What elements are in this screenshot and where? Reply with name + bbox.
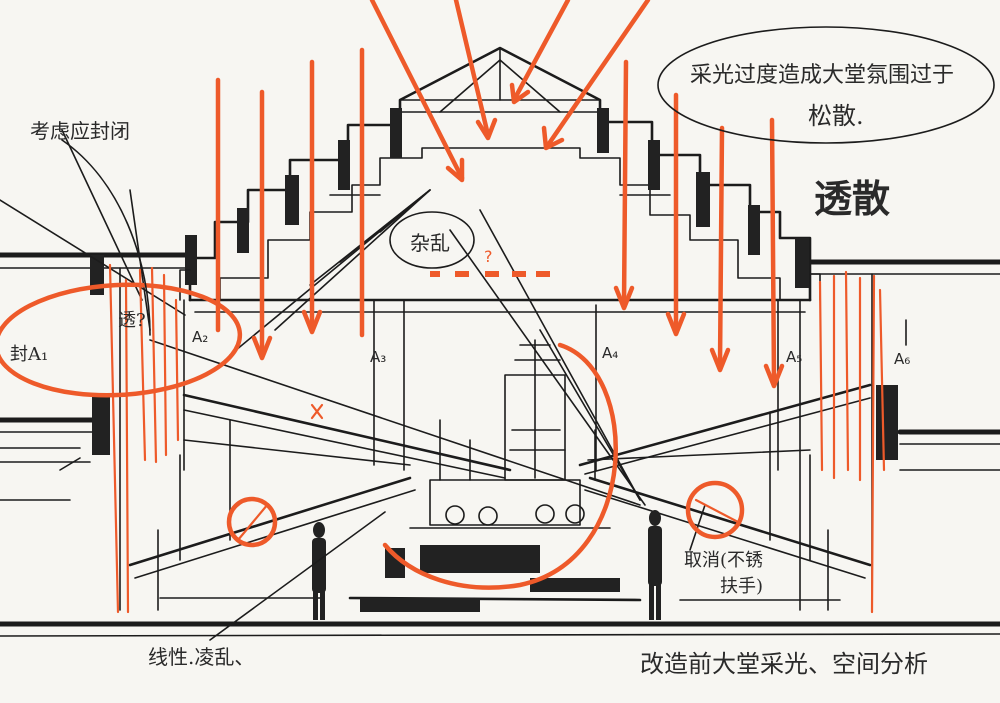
ground-slab <box>0 621 1000 637</box>
upper-floor-slabs <box>0 252 1000 471</box>
central-installation <box>348 339 642 612</box>
human-figures <box>312 510 662 620</box>
left-note: 考虑应封闭 <box>30 119 130 143</box>
remove-note-line1: 取消(不锈 <box>684 550 763 571</box>
chaos-note-mark: ? <box>484 247 493 266</box>
axis-label-a4: A₄ <box>602 344 618 362</box>
bottom-right-note: 改造前大堂采光、空间分析 <box>640 650 928 678</box>
left-ellipse-note: 封A₁ <box>10 344 48 365</box>
axis-label-a3: A₃ <box>370 348 386 366</box>
daylight-arrows <box>215 0 785 389</box>
note-bubble-center <box>389 211 475 269</box>
side-light-hatching <box>108 263 886 614</box>
axis-label-a6: A₆ <box>894 350 910 368</box>
bold-tag: 透散 <box>814 176 890 221</box>
leader-left-note <box>61 139 151 336</box>
axis-label-a5: A₅ <box>786 348 802 366</box>
left-question-note: 透? <box>118 310 146 331</box>
note-bubble-top-right <box>657 26 995 144</box>
bottom-left-note: 线性.凌乱、 <box>148 645 254 669</box>
red-highlights <box>0 271 745 590</box>
top-note-line2: 松散. <box>808 102 864 130</box>
remove-note-line2: 扶手) <box>720 576 763 597</box>
top-note-line1: 采光过度造成大堂氛围过于 <box>690 63 954 88</box>
axis-label-a2: A₂ <box>192 328 208 346</box>
stepped-skylight-roof <box>179 46 821 313</box>
center-note: 杂乱 <box>410 231 450 255</box>
